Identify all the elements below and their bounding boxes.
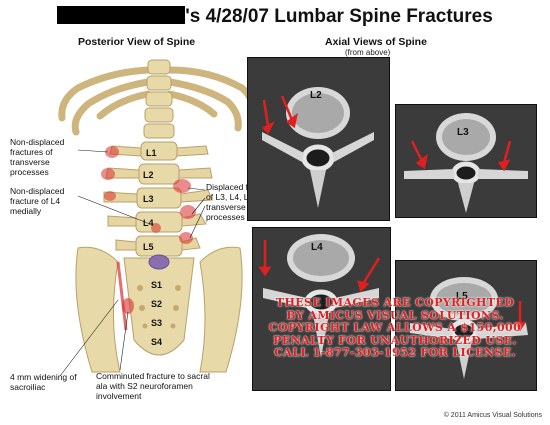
level-label: S1 [151,280,163,290]
label-sacroiliac-widening: 4 mm widening of sacroiliac [10,372,77,392]
axial-subheading: (from above) [345,48,391,57]
level-label: L2 [143,170,154,180]
disc [148,254,170,270]
ribs [58,66,257,136]
ct-panel-l2: L2 [247,57,390,221]
label-displaced-fractures: Displaced fractures of L3, L4, L5 transv… [206,182,279,222]
watermark-line: By Amicus Visual Solutions. [286,308,504,322]
ct-level-label: L4 [311,242,323,253]
page-title: 's 4/28/07 Lumbar Spine Fractures [0,6,550,28]
watermark-line: Penalty For Unauthorized Use. [273,333,517,347]
label-l4-medial: Non-displaced fracture of L4 medially [10,186,65,216]
ct-image-l5 [396,261,536,390]
ct-panel-l4: L4 [252,227,391,391]
label-transverse-fractures: Non-displaced fractures of transverse pr… [10,137,65,177]
watermark-line: Copyright Law Allows A $150,000 [268,321,522,334]
posterior-heading: Posterior View of Spine [78,36,196,48]
copyright-notice: © 2011 Amicus Visual Solutions [443,412,542,419]
sacral-ala-fracture [122,298,134,314]
sacroiliac-fracture [116,261,128,331]
ct-level-label: L5 [456,291,468,302]
axial-heading: Axial Views of Spine [325,36,427,48]
ct-arrows [513,301,527,332]
ct-arrows [410,140,512,172]
ct-panel-l5: L5 [395,260,537,391]
watermark-line: These Images Are Copyrighted [275,296,515,309]
ct-level-label: L2 [310,90,322,101]
ct-panel-l3: L3 [395,104,537,218]
sacral-foramina [137,285,181,329]
ct-level-label: L3 [457,127,469,138]
label-comminuted-fracture: Comminuted fracture to sacral ala with S… [96,371,210,401]
ct-image-l3 [396,105,536,217]
watermark-line: Call 1-877-303-1952 For License. [274,346,516,359]
ct-image-l4 [253,228,390,390]
redaction-bar [57,6,186,24]
copyright-watermark: These Images Are Copyrighted By Amicus V… [230,296,550,360]
level-label: L1 [146,148,157,158]
leader-lines [59,149,206,377]
level-label: S3 [151,318,163,328]
level-label: L4 [143,218,154,228]
level-label: L5 [143,242,154,252]
title-text: 's 4/28/07 Lumbar Spine Fractures [185,6,493,27]
ct-arrows [258,240,381,293]
fracture-marks [101,146,196,244]
level-label: S4 [151,337,163,347]
ct-image-l2 [248,58,389,220]
ct-arrows [261,95,298,135]
level-label: L3 [143,194,154,204]
level-label: S2 [151,299,163,309]
